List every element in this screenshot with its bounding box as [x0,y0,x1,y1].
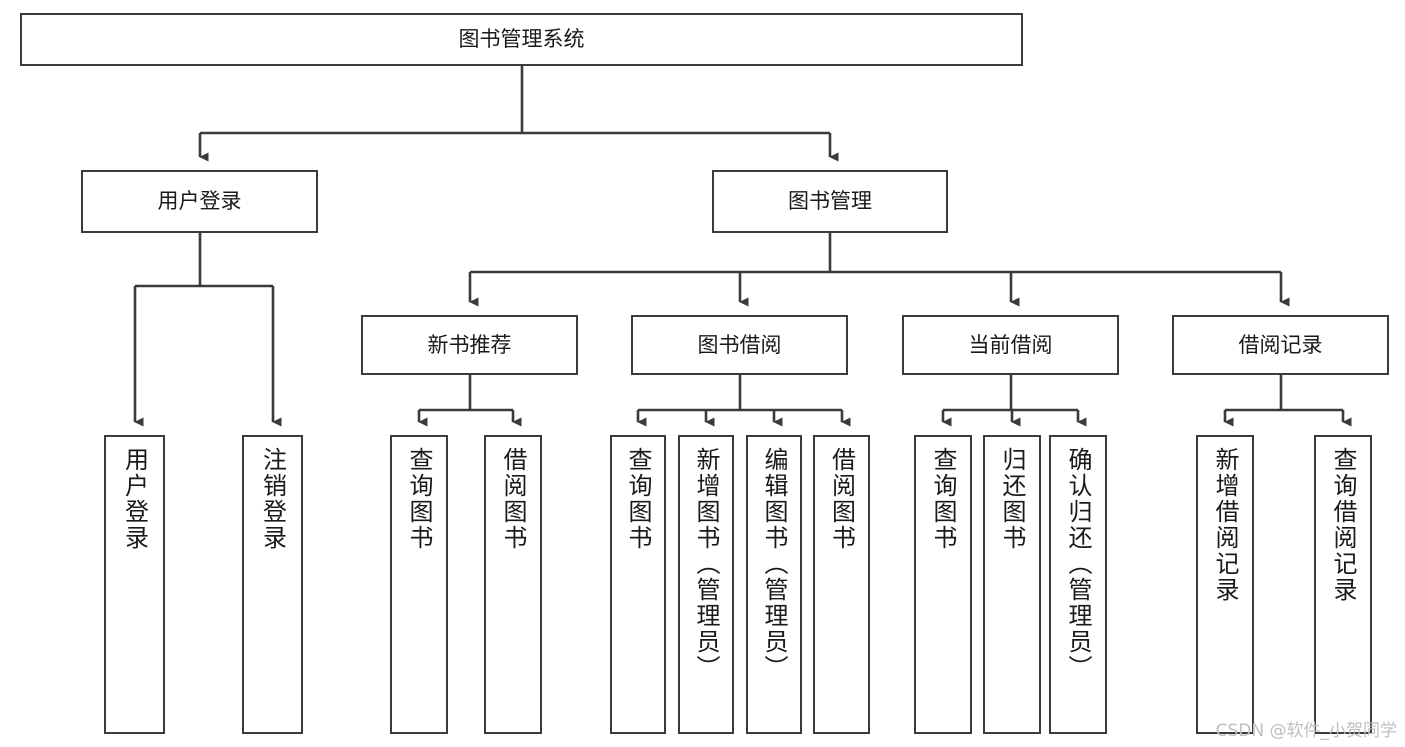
node-book-manage[interactable]: 图书管理 [712,170,948,233]
node-label: 用户登录 [157,189,242,214]
node-label: 查询借阅记录 [1329,447,1357,603]
node-label: 新增借阅记录 [1211,447,1239,603]
node-borrow-record[interactable]: 借阅记录 [1172,315,1389,375]
node-user-login[interactable]: 用户登录 [81,170,318,233]
node-leaf-add-book[interactable]: 新增图书（管理员） [678,435,734,734]
node-label: 编辑图书（管理员） [760,447,788,681]
node-leaf-confirm-return[interactable]: 确认归还（管理员） [1049,435,1107,734]
node-label: 图书管理系统 [458,27,585,52]
node-leaf-user-logout[interactable]: 注销登录 [242,435,303,734]
node-leaf-return-book[interactable]: 归还图书 [983,435,1041,734]
node-label: 借阅图书 [827,447,856,551]
node-label: 借阅记录 [1238,332,1323,357]
node-label: 新书推荐 [427,332,512,357]
node-label: 用户登录 [120,447,149,551]
node-leaf-query-record[interactable]: 查询借阅记录 [1314,435,1372,734]
node-leaf-user-login[interactable]: 用户登录 [104,435,165,734]
node-leaf-query-book-3[interactable]: 查询图书 [914,435,972,734]
node-label: 归还图书 [998,447,1026,551]
node-label: 借阅图书 [499,447,527,551]
node-root[interactable]: 图书管理系统 [20,13,1023,66]
node-new-book-rec[interactable]: 新书推荐 [361,315,578,375]
node-leaf-add-record[interactable]: 新增借阅记录 [1196,435,1254,734]
node-leaf-borrow-book-1[interactable]: 借阅图书 [484,435,542,734]
node-book-borrow[interactable]: 图书借阅 [631,315,848,375]
node-leaf-query-book-2[interactable]: 查询图书 [610,435,666,734]
node-leaf-edit-book[interactable]: 编辑图书（管理员） [746,435,802,734]
node-label: 新增图书（管理员） [692,447,720,681]
node-label: 查询图书 [929,447,957,551]
node-label: 查询图书 [624,447,652,551]
node-label: 图书管理 [788,189,872,214]
node-label: 注销登录 [258,447,287,551]
node-label: 图书借阅 [697,332,782,357]
node-leaf-query-book-1[interactable]: 查询图书 [390,435,448,734]
node-label: 确认归还（管理员） [1064,447,1092,681]
csdn-watermark: CSDN @软件_小贺同学 [1215,721,1397,741]
node-label: 当前借阅 [968,332,1053,357]
node-leaf-borrow-book-2[interactable]: 借阅图书 [813,435,870,734]
node-label: 查询图书 [405,447,433,551]
node-current-borrow[interactable]: 当前借阅 [902,315,1119,375]
